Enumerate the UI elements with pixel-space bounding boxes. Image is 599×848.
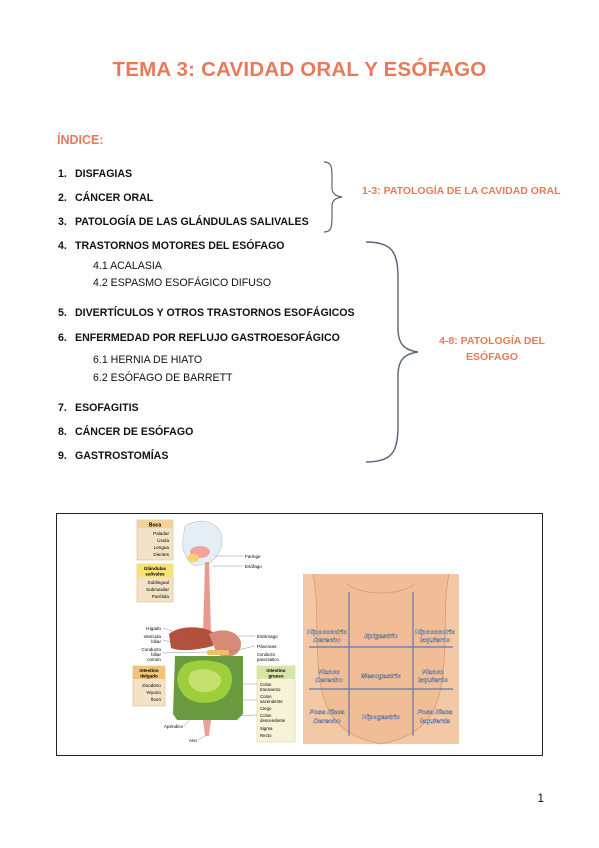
brace-esophagus: [365, 241, 419, 463]
svg-text:Faringe: Faringe: [245, 554, 261, 559]
svg-text:Ciego: Ciego: [260, 706, 272, 711]
note-esophagus-pathology: 4-8: PATOLOGÍA DEL ESÓFAGO: [430, 333, 554, 365]
svg-text:Boca: Boca: [149, 523, 161, 529]
svg-text:Derecho: Derecho: [315, 677, 342, 684]
index-item-9: 9.GASTROSTOMÍAS: [58, 450, 169, 462]
index-item-7: 7.ESOFAGITIS: [58, 402, 139, 414]
index-subitem-4-2: 4.2 ESPASMO ESOFÁGICO DIFUSO: [93, 277, 272, 289]
svg-text:salivales: salivales: [145, 572, 165, 577]
svg-text:Izquierda: Izquierda: [420, 718, 450, 725]
index-item-2: 2.CÁNCER ORAL: [58, 192, 154, 204]
svg-text:delgado: delgado: [140, 674, 158, 679]
page-title: TEMA 3: CAVIDAD ORAL Y ESÓFAGO: [112, 58, 487, 81]
svg-text:Hipocondrio: Hipocondrio: [307, 629, 347, 636]
svg-text:Apéndice: Apéndice: [164, 724, 184, 729]
svg-text:Fosa Ilíaca: Fosa Ilíaca: [418, 709, 453, 716]
svg-text:Sigma: Sigma: [260, 726, 273, 731]
svg-text:grueso: grueso: [268, 674, 284, 679]
svg-text:Colon: Colon: [260, 694, 272, 699]
abdominal-regions-diagram: Hipocondrio Derecho Epigastrio Hipocondr…: [303, 573, 459, 745]
index-heading: ÍNDICE:: [57, 133, 104, 147]
svg-text:Ano: Ano: [189, 738, 198, 743]
svg-text:descendente: descendente: [260, 718, 286, 723]
index-item-3: 3.PATOLOGÍA DE LAS GLÁNDULAS SALIVALES: [58, 216, 309, 228]
svg-text:Parótida: Parótida: [152, 594, 170, 599]
index-subitem-4-1: 4.1 ACALASIA: [93, 260, 162, 272]
svg-text:Íleon: Íleon: [151, 696, 161, 702]
svg-text:Mesogastrio: Mesogastrio: [361, 673, 401, 680]
svg-text:transverso: transverso: [260, 687, 281, 692]
svg-text:Izquierdo: Izquierdo: [420, 637, 450, 644]
svg-text:Conducto: Conducto: [141, 647, 161, 652]
svg-text:común: común: [147, 657, 161, 662]
svg-text:Intestino: Intestino: [266, 668, 285, 673]
svg-text:Hipocondrio: Hipocondrio: [415, 629, 455, 636]
page-number: 1: [537, 791, 544, 805]
note-esophagus-line2: ESÓFAGO: [466, 351, 518, 363]
index-subitem-6-1: 6.1 HERNIA DE HIATO: [93, 354, 203, 366]
svg-text:ascendente: ascendente: [260, 699, 283, 704]
note-esophagus-line1: 4-8: PATOLOGÍA DEL: [439, 335, 545, 347]
svg-text:Páncreas: Páncreas: [257, 644, 277, 649]
svg-text:Paladar: Paladar: [153, 531, 169, 536]
svg-text:Flanco: Flanco: [318, 669, 340, 676]
anatomy-figure: Boca Paladar Úvula Lengua Dientes Glándu…: [56, 513, 543, 756]
svg-text:Derecho: Derecho: [313, 718, 340, 725]
brace-oral: [323, 161, 343, 233]
index-item-1: 1.DISFAGIAS: [58, 168, 133, 180]
svg-text:Recto: Recto: [260, 733, 272, 738]
svg-text:Sublingual: Sublingual: [148, 580, 169, 585]
svg-text:Duodeno: Duodeno: [142, 683, 161, 688]
svg-text:Intestino: Intestino: [139, 668, 158, 673]
svg-text:Colon: Colon: [260, 713, 272, 718]
svg-text:pancreático: pancreático: [257, 657, 279, 662]
index-item-6: 6.ENFERMEDAD POR REFLUJO GASTROESOFÁGICO: [58, 332, 340, 344]
svg-text:Yeyuno: Yeyuno: [146, 690, 162, 695]
svg-text:Flanco: Flanco: [422, 669, 444, 676]
svg-text:Submaxilar: Submaxilar: [146, 587, 169, 592]
svg-text:Dientes: Dientes: [153, 552, 169, 557]
svg-text:biliar: biliar: [151, 652, 161, 657]
svg-text:Hígado: Hígado: [146, 626, 161, 631]
svg-text:biliar: biliar: [151, 639, 161, 644]
note-oral-pathology: 1-3: PATOLOGÍA DE LA CAVIDAD ORAL: [362, 185, 561, 197]
svg-text:Vesícula: Vesícula: [144, 634, 162, 639]
svg-text:Izquierdo: Izquierdo: [418, 677, 448, 684]
svg-text:Lengua: Lengua: [154, 545, 170, 550]
svg-text:Estómago: Estómago: [257, 634, 278, 639]
index-item-4: 4.TRASTORNOS MOTORES DEL ESÓFAGO: [58, 240, 285, 252]
index-subitem-6-2: 6.2 ESÓFAGO DE BARRETT: [93, 372, 233, 384]
svg-text:Colon: Colon: [260, 682, 272, 687]
anatomy-illustration: Boca Paladar Úvula Lengua Dientes Glándu…: [132, 519, 459, 745]
svg-text:Derecho: Derecho: [313, 637, 340, 644]
svg-text:Epigastrio: Epigastrio: [364, 633, 397, 640]
index-item-8: 8.CÁNCER DE ESÓFAGO: [58, 426, 194, 438]
svg-text:Fosa Ilíaca: Fosa Ilíaca: [310, 709, 345, 716]
svg-text:Glándulas: Glándulas: [144, 566, 167, 571]
digestive-system-diagram: Boca Paladar Úvula Lengua Dientes Glándu…: [132, 519, 296, 743]
svg-text:Conducto: Conducto: [257, 652, 276, 657]
svg-text:Úvula: Úvula: [157, 537, 169, 543]
index-item-5: 5.DIVERTÍCULOS Y OTROS TRASTORNOS ESOFÁG…: [58, 307, 355, 319]
svg-text:Hipogastrio: Hipogastrio: [362, 714, 400, 721]
svg-text:Esófago: Esófago: [245, 564, 262, 569]
